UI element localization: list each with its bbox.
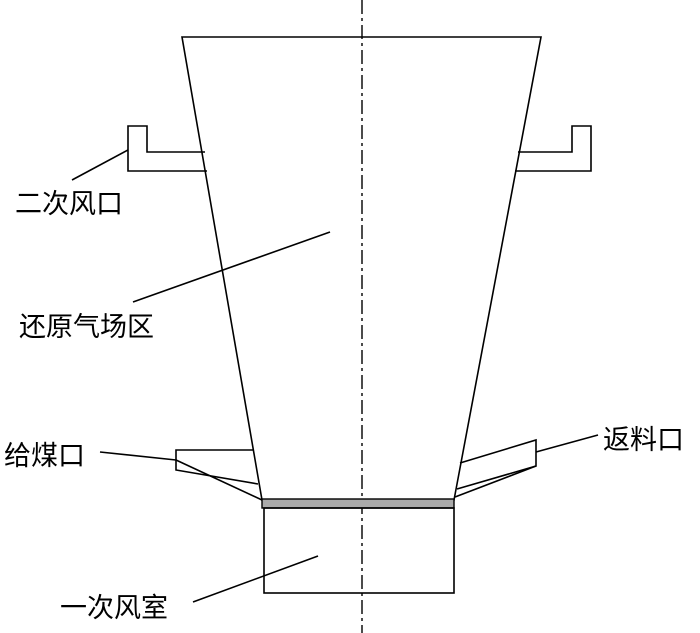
leader-return-inner — [454, 465, 537, 498]
return-port — [456, 438, 537, 490]
label-secondary-air-port: 二次风口 — [15, 189, 123, 220]
secondary-air-port-left — [127, 125, 207, 172]
primary-air-chamber — [263, 507, 455, 594]
label-coal-feed-port: 给煤口 — [4, 441, 85, 472]
distributor-plate — [261, 498, 455, 509]
leader-secondary-air-port — [71, 149, 129, 181]
label-return-port: 返料口 — [603, 425, 684, 456]
leader-return-port — [535, 434, 599, 453]
label-reducing-zone: 还原气场区 — [19, 312, 154, 343]
leader-primary-air-chamber — [192, 555, 319, 603]
label-primary-air-chamber: 一次风室 — [60, 593, 168, 624]
leader-coal-feed-port — [99, 451, 177, 461]
leader-coal-feed-inner — [175, 459, 263, 501]
secondary-air-port-right — [515, 125, 592, 172]
leader-reducing-zone — [132, 231, 331, 303]
